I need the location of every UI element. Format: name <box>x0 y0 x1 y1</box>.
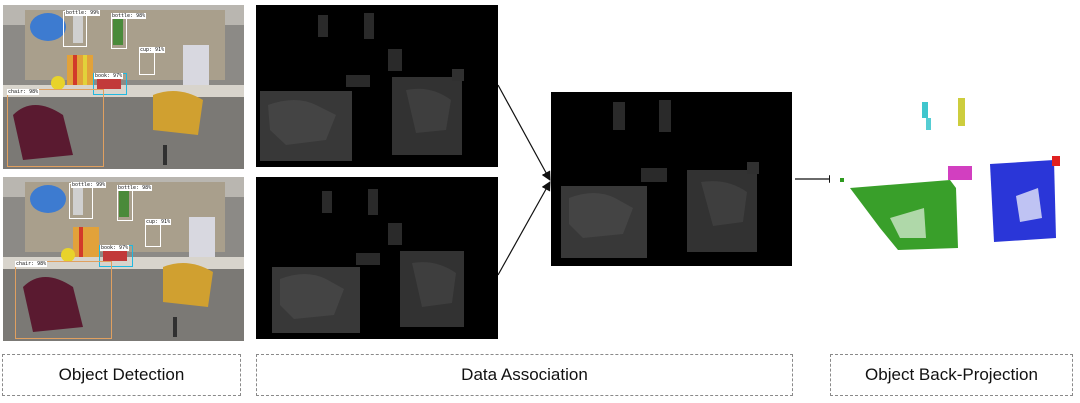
label-bottle: bottle: 99% <box>71 182 107 188</box>
label-book: book: 97% <box>94 73 124 79</box>
merged-depth-map <box>551 92 792 266</box>
label-book: book: 97% <box>100 245 130 251</box>
label-cup: cup: 91% <box>145 219 172 225</box>
bbox-bottle <box>69 183 93 219</box>
label-bottle-2: bottle: 98% <box>117 185 153 191</box>
label-cup: cup: 91% <box>139 47 166 53</box>
bbox-chair <box>7 89 104 167</box>
bbox-bottle <box>63 11 87 47</box>
depth-mask-top-render <box>256 5 498 167</box>
office-scene-top <box>3 5 244 169</box>
label-bottle-2: bottle: 98% <box>111 13 147 19</box>
pointcloud-render <box>840 98 1060 250</box>
depth-mask-top <box>256 5 498 167</box>
depth-mask-bottom <box>256 177 498 339</box>
backprojection-pointcloud <box>830 88 1070 258</box>
stage-label-backprojection: Object Back-Projection <box>830 354 1073 396</box>
label-chair: chair: 98% <box>15 261 48 267</box>
merged-depth-map-render <box>551 92 792 266</box>
office-scene-bottom <box>3 177 244 341</box>
stage-label-association: Data Association <box>256 354 793 396</box>
label-bottle: bottle: 99% <box>65 10 101 16</box>
association-arrows <box>497 84 551 276</box>
label-chair: chair: 98% <box>7 89 40 95</box>
bbox-chair <box>15 261 112 339</box>
stage-label-detection: Object Detection <box>2 354 241 396</box>
depth-mask-bottom-render <box>256 177 498 339</box>
detection-image-top: bottle: 99% bottle: 98% book: 97% cup: 9… <box>3 5 244 169</box>
detection-image-bottom: bottle: 99% bottle: 98% book: 97% cup: 9… <box>3 177 244 341</box>
